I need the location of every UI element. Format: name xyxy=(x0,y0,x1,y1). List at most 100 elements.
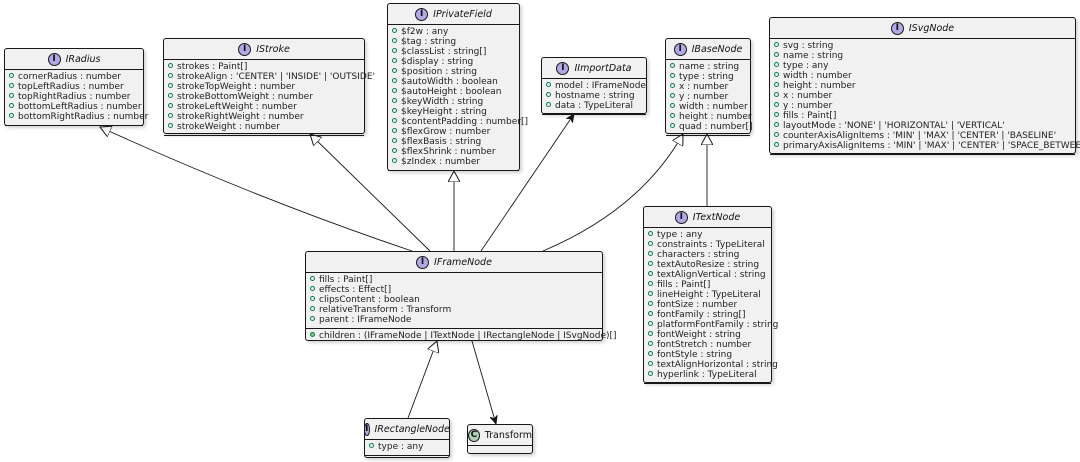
field-text: strokeWeight : number xyxy=(177,122,280,132)
public-visibility-icon xyxy=(648,251,653,256)
field-text: fontStyle : string xyxy=(657,350,733,360)
field-text: layoutMode : 'NONE' | 'HORIZONTAL' | 'VE… xyxy=(783,121,1005,131)
method-list xyxy=(5,125,143,131)
class-field: type : any xyxy=(770,61,1075,71)
class-field: primaryAxisAlignItems : 'MIN' | 'MAX' | … xyxy=(770,141,1080,151)
field-text: bottomLeftRadius : number xyxy=(18,102,142,112)
relation-iframenode-to-transform xyxy=(471,340,496,424)
field-text: svg : string xyxy=(783,41,834,51)
public-visibility-icon xyxy=(392,108,397,113)
field-text: $f2w : any xyxy=(401,27,449,37)
class-field: fontStyle : string xyxy=(644,350,771,360)
field-text: characters : string xyxy=(657,250,740,260)
class-field: name : string xyxy=(666,62,750,72)
field-text: platformFontFamily : string xyxy=(657,320,779,330)
class-field: $zIndex : number xyxy=(388,157,519,167)
class-transform[interactable]: C Transform xyxy=(467,424,533,454)
method-list xyxy=(388,170,519,176)
class-field: platformFontFamily : string xyxy=(644,320,778,330)
class-field: textAlignHorizontal : string xyxy=(644,360,778,370)
public-visibility-icon xyxy=(774,42,779,47)
public-visibility-icon xyxy=(310,316,315,321)
public-visibility-icon xyxy=(546,82,551,87)
class-field: height : number xyxy=(666,112,752,122)
interface-icon: I xyxy=(674,210,688,224)
public-visibility-icon xyxy=(648,241,653,246)
class-field: $position : string xyxy=(388,67,519,77)
public-visibility-icon xyxy=(310,296,315,301)
public-visibility-icon xyxy=(310,276,315,281)
public-visibility-icon xyxy=(392,148,397,153)
public-visibility-icon xyxy=(670,103,675,108)
interface-icon: I xyxy=(673,42,687,56)
field-text: $zIndex : number xyxy=(401,157,481,167)
public-visibility-icon xyxy=(774,62,779,67)
class-field: parent : IFrameNode xyxy=(306,315,602,325)
class-header: I IPrivateField xyxy=(388,4,519,25)
class-field: topLeftRadius : number xyxy=(5,82,143,92)
field-text: name : string xyxy=(783,51,844,61)
field-text: clipsContent : boolean xyxy=(319,295,420,305)
field-text: $flexGrow : number xyxy=(401,127,491,137)
field-text: bottomRightRadius : number xyxy=(18,112,149,122)
class-header: I IImportData xyxy=(542,58,646,79)
public-visibility-icon xyxy=(9,113,14,118)
field-text: width : number xyxy=(783,71,852,81)
relation-irectanglenode-to-iframenode xyxy=(407,341,437,419)
class-field: textAlignVertical : string xyxy=(644,270,771,280)
class-field: $display : string xyxy=(388,57,519,67)
field-text: type : any xyxy=(378,442,424,452)
field-text: constraints : TypeLiteral xyxy=(657,240,765,250)
class-iprivatefield[interactable]: I IPrivateField $f2w : any$tag : string $… xyxy=(387,3,528,171)
field-text: fontSize : number xyxy=(657,300,738,310)
class-field: strokeAlign : 'CENTER' | 'INSIDE' | 'OUT… xyxy=(164,72,375,82)
class-field: layoutMode : 'NONE' | 'HORIZONTAL' | 'VE… xyxy=(770,121,1075,131)
field-text: $keyWidth : string xyxy=(401,97,484,107)
public-visibility-icon xyxy=(774,122,779,127)
public-visibility-icon xyxy=(670,83,675,88)
public-visibility-icon xyxy=(648,231,653,236)
class-field: strokeBottomWeight : number xyxy=(164,92,364,102)
class-istroke[interactable]: I IStroke strokes : Paint[]strokeAlign :… xyxy=(163,38,375,136)
public-visibility-icon xyxy=(648,311,653,316)
field-text: x : number xyxy=(679,82,729,92)
field-text: y : number xyxy=(679,92,729,102)
field-text: type : any xyxy=(783,61,829,71)
public-visibility-icon xyxy=(774,102,779,107)
field-text: $display : string xyxy=(401,57,474,67)
class-field: effects : Effect[] xyxy=(306,285,602,295)
field-text: cornerRadius : number xyxy=(18,72,121,82)
class-field: width : number xyxy=(770,71,1075,81)
class-irectanglenode[interactable]: I IRectangleNode type : any xyxy=(364,418,450,458)
class-name: IBaseNode xyxy=(691,43,743,55)
public-visibility-icon xyxy=(369,443,374,448)
public-visibility-icon xyxy=(774,132,779,137)
class-field: $f2w : any xyxy=(388,27,519,37)
public-visibility-icon xyxy=(648,371,653,376)
public-visibility-icon xyxy=(168,63,173,68)
field-text: strokeLeftWeight : number xyxy=(177,102,297,112)
field-text: textAutoResize : string xyxy=(657,260,760,270)
class-header: C Transform xyxy=(468,425,532,446)
class-header: I ISvgNode xyxy=(770,18,1075,39)
public-visibility-icon xyxy=(670,113,675,118)
class-field: x : number xyxy=(666,82,750,92)
class-field: strokeRightWeight : number xyxy=(164,112,364,122)
class-iframenode[interactable]: I IFrameNode fills : Paint[]effects : Ef… xyxy=(305,251,617,341)
class-icon: C xyxy=(468,428,480,442)
interface-icon: I xyxy=(364,422,370,436)
class-field: $tag : string xyxy=(388,37,519,47)
class-field: name : string xyxy=(770,51,1075,61)
class-field: $flexBasis : string xyxy=(388,137,519,147)
class-field: lineHeight : TypeLiteral xyxy=(644,290,771,300)
class-field: bottomRightRadius : number xyxy=(5,112,148,122)
class-field: type : string xyxy=(666,72,750,82)
class-field: $flexShrink : number xyxy=(388,147,519,157)
public-visibility-icon xyxy=(774,142,779,147)
